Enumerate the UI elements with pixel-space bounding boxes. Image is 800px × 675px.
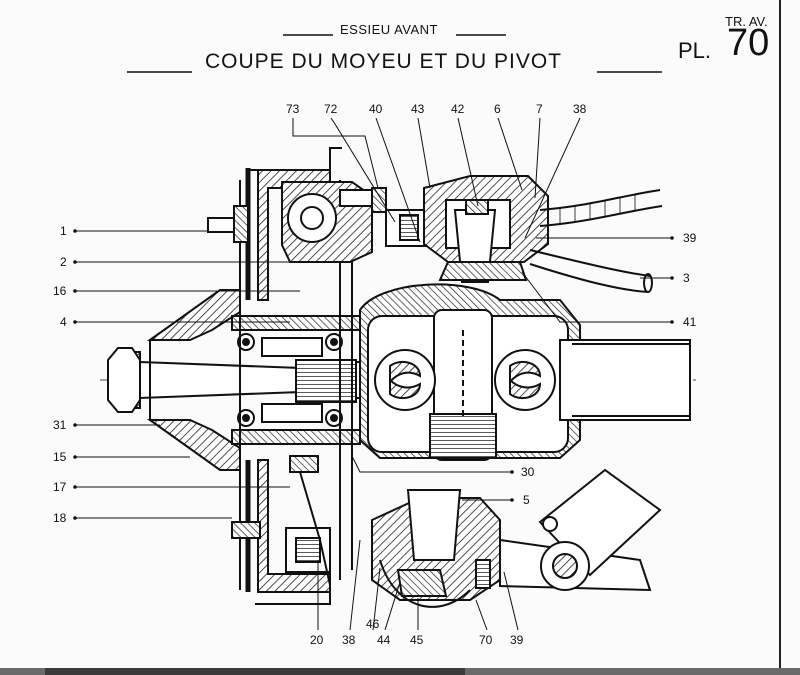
callout-20: 20 bbox=[310, 633, 324, 647]
callout-30: 30 bbox=[521, 465, 535, 479]
callout-70: 70 bbox=[479, 633, 493, 647]
callout-5: 5 bbox=[523, 493, 530, 507]
callout-41: 41 bbox=[683, 315, 697, 329]
callout-15: 15 bbox=[53, 450, 67, 464]
callout-6: 6 bbox=[494, 102, 501, 116]
plate-reference-group: TR. AV. bbox=[725, 14, 768, 29]
callout-46: 46 bbox=[366, 617, 380, 631]
callout-3: 3 bbox=[683, 271, 690, 285]
section-heading: ESSIEU AVANT bbox=[340, 22, 438, 37]
callout-44: 44 bbox=[377, 633, 391, 647]
plate-label: PL. bbox=[678, 38, 712, 63]
scan-bottom-strip bbox=[0, 668, 800, 675]
sheet-border bbox=[779, 0, 781, 668]
callout-43: 43 bbox=[411, 102, 425, 116]
callout-40: 40 bbox=[369, 102, 383, 116]
callout-72: 72 bbox=[324, 102, 338, 116]
callout-73: 73 bbox=[286, 102, 300, 116]
callout-16: 16 bbox=[53, 284, 67, 298]
callout-39-bottom: 39 bbox=[510, 633, 524, 647]
callout-39-right: 39 bbox=[683, 231, 697, 245]
callout-7: 7 bbox=[536, 102, 543, 116]
callout-38-bottom: 38 bbox=[342, 633, 356, 647]
callout-38-top: 38 bbox=[573, 102, 587, 116]
callout-17: 17 bbox=[53, 480, 67, 494]
callout-42: 42 bbox=[451, 102, 465, 116]
callout-2: 2 bbox=[60, 255, 67, 269]
callout-31: 31 bbox=[53, 418, 67, 432]
plate-number: 70 bbox=[727, 22, 770, 64]
callout-45: 45 bbox=[410, 633, 424, 647]
callout-18: 18 bbox=[53, 511, 67, 525]
callout-4: 4 bbox=[60, 315, 67, 329]
callout-1: 1 bbox=[60, 224, 67, 238]
drawing-title: COUPE DU MOYEU ET DU PIVOT bbox=[205, 50, 562, 73]
